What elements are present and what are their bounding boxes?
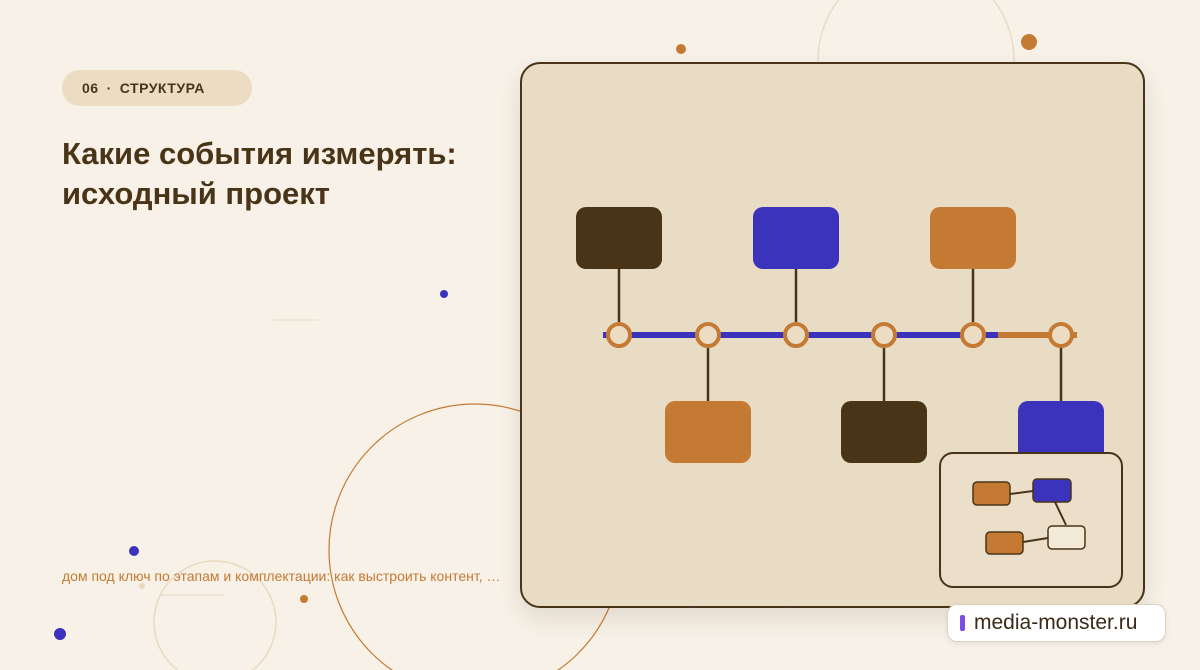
timeline-node (871, 322, 897, 348)
deco-dot (440, 290, 448, 298)
event-box-orange (665, 401, 751, 463)
brand-badge[interactable]: media-monster.ru (947, 604, 1166, 642)
deco-ring-small (153, 560, 277, 670)
mini-diagram-card (939, 452, 1123, 588)
timeline-illustration (576, 207, 1104, 608)
event-box-blue (1018, 401, 1104, 463)
mini-box-blue (1032, 478, 1072, 503)
timeline-node (1048, 322, 1074, 348)
title-line-1: Какие события измерять: (62, 136, 457, 171)
deco-dot (54, 628, 66, 640)
title-line-2: исходный проект (62, 176, 330, 211)
mini-box-orange (972, 481, 1011, 506)
deco-dot (300, 595, 308, 603)
deco-dot (1021, 34, 1037, 50)
page-title: Какие события измерять: исходный проект (62, 134, 502, 214)
deco-dot (139, 583, 145, 589)
event-box-orange (930, 207, 1016, 269)
subtitle: дом под ключ по этапам и комплектации: к… (62, 568, 501, 584)
section-badge: 06 · СТРУКТУРА (62, 70, 252, 106)
brand-accent-bar (960, 615, 965, 631)
timeline-node (606, 322, 632, 348)
mini-connector (1022, 537, 1049, 543)
section-separator: · (106, 80, 112, 96)
timeline-node (783, 322, 809, 348)
event-box-blue (753, 207, 839, 269)
timeline-node (960, 322, 986, 348)
mini-diagram (972, 478, 1086, 555)
timeline-node (695, 322, 721, 348)
brand-label: media-monster.ru (974, 611, 1138, 634)
deco-dot (676, 44, 686, 54)
deco-dot (129, 546, 139, 556)
mini-connector (1009, 490, 1034, 495)
section-label: СТРУКТУРА (119, 80, 205, 96)
event-box-dark (576, 207, 662, 269)
section-number: 06 (82, 80, 99, 96)
mini-box-orange (985, 531, 1024, 555)
mini-connector (1054, 501, 1067, 526)
mini-box-light (1047, 525, 1086, 550)
event-box-dark (841, 401, 927, 463)
